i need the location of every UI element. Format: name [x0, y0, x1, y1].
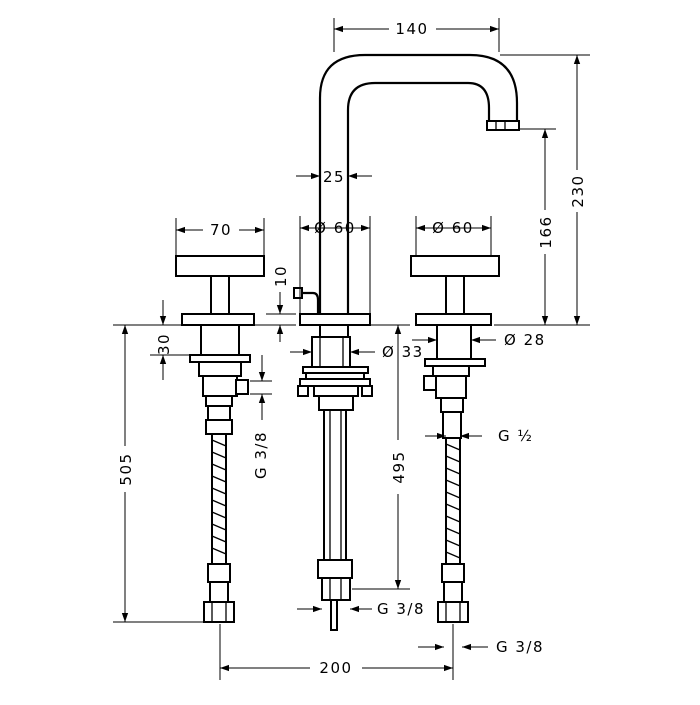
- dim-spout-height: 230: [569, 174, 587, 207]
- dim-spacing: 200: [319, 659, 352, 677]
- left-rosette: [181, 313, 255, 326]
- right-cross-handle: [410, 255, 500, 277]
- dim-handle-width: 70: [210, 221, 232, 239]
- pull-rod: [330, 599, 338, 631]
- left-hose-nut: [203, 601, 235, 623]
- dim-spout-base-dia: Ø 60: [314, 219, 356, 237]
- dimension-lines: [113, 18, 590, 680]
- dim-right-base-dia: Ø 60: [432, 219, 474, 237]
- dim-center-length: 495: [390, 450, 408, 483]
- spout-rosette: [299, 313, 371, 326]
- center-body: [297, 313, 373, 631]
- center-hose-nut: [321, 577, 351, 601]
- dim-spout-diameter: 25: [323, 168, 345, 186]
- dim-valve-dia: Ø 28: [504, 331, 546, 349]
- spout: [318, 53, 520, 325]
- dim-left-length: 505: [117, 452, 135, 485]
- dim-left-thread: G 3/8: [252, 431, 270, 479]
- dim-right-thread: G ½: [498, 427, 533, 445]
- dim-rosette-height: 30: [155, 333, 173, 355]
- center-hose: [323, 409, 347, 569]
- dim-shank-dia: Ø 33: [382, 343, 424, 361]
- pop-up-lever: [293, 287, 320, 315]
- dim-spout-reach: 140: [395, 20, 428, 38]
- dim-outlet-height: 166: [537, 215, 555, 248]
- left-cross-handle: [175, 255, 265, 277]
- dimension-labels: 140 230 166 25 Ø 60 Ø 60 70 10 30 G 3/8 …: [117, 20, 587, 677]
- dim-center-thread: G 3/8: [377, 600, 425, 618]
- dim-right-bottom-thread: G 3/8: [496, 638, 544, 656]
- right-hose-nut: [437, 601, 469, 623]
- left-valve: [175, 255, 265, 623]
- right-rosette: [415, 313, 492, 326]
- dim-handle-gap: 10: [272, 265, 290, 287]
- right-valve: [410, 255, 500, 623]
